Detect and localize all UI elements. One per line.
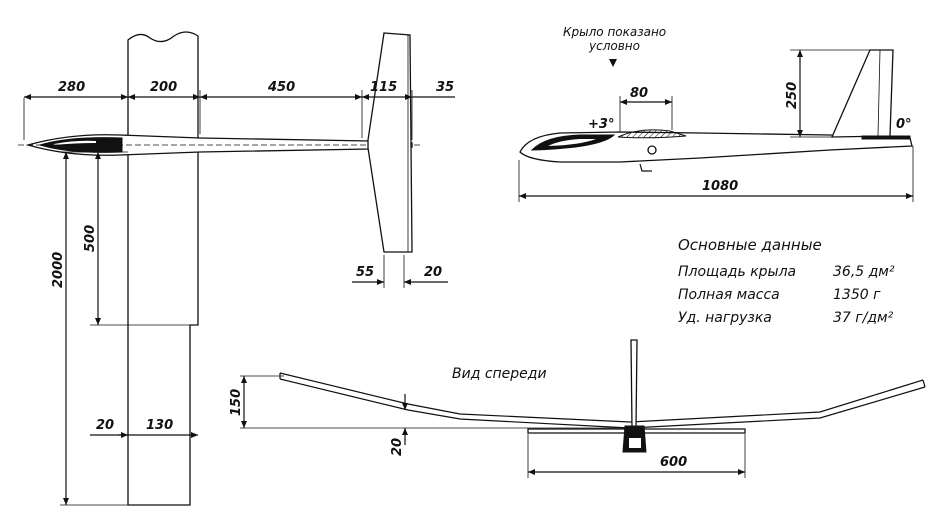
front-fuselage-window [629,438,641,448]
dim-tip-chord-label: 130 [146,418,173,433]
dim-chord-label: 80 [630,86,648,101]
dim-nose-label: 280 [58,80,85,95]
dim-stab-chord-label: 115 [370,80,397,95]
wing-note-line1: Крыло показано [563,25,666,39]
dim-half-span-label: 2000 [51,252,66,288]
dim-dihedral-label: 150 [229,389,244,416]
dim-fin-height-label: 250 [785,82,800,109]
specs-block: Основные данные Площадь крыла 36,5 дм² П… [678,236,895,326]
dim-length-label: 1080 [702,179,738,194]
fuselage-side [519,131,913,163]
specs-title: Основные данные [678,236,822,254]
dim-stab-span-label: 600 [660,455,687,470]
stabilizer-top [367,32,413,253]
dim-offset-label: 500 [83,225,98,252]
wing-note-line2: условно [588,39,640,53]
top-view: 280 200 450 115 35 2000 500 20 130 55 20 [18,31,455,506]
spec-label-loading: Уд. нагрузка [678,310,772,326]
wing-angle-label: +3° [588,117,614,132]
spec-label-mass: Полная масса [678,287,780,303]
rudder-hinge [877,49,881,137]
front-fin [630,339,638,429]
spec-value-loading: 37 г/дм² [833,310,894,326]
dim-wing-chord-label: 200 [150,80,177,95]
dim-stab-tail-label: 35 [436,80,454,95]
fin [830,49,894,138]
front-wing-lower [279,378,926,429]
dim-tip-offset-label: 20 [96,418,114,433]
canopy-highlight [54,140,96,145]
spec-value-area: 36,5 дм² [833,264,895,280]
dim-center-rise-label: 20 [390,438,405,456]
front-view: Вид спереди 150 20 600 [229,339,926,478]
dim-stab-b-label: 20 [424,265,442,280]
tow-hook [647,145,657,155]
skid [639,163,652,172]
wing-half [127,31,199,506]
side-view: Крыло показано условно 80 +3° 250 0° 108… [518,25,914,202]
stab-side [861,135,911,140]
spec-label-area: Площадь крыла [678,264,796,280]
spec-value-mass: 1350 г [833,287,881,303]
front-wing-upper [279,372,924,423]
stab-angle-label: 0° [896,117,912,132]
canopy-side-highlight [548,139,596,146]
wing-section [617,129,687,139]
note-pointer [609,59,617,67]
dim-boom-label: 450 [267,80,295,95]
dim-stab-a-label: 55 [356,265,374,280]
front-view-title: Вид спереди [452,366,547,382]
